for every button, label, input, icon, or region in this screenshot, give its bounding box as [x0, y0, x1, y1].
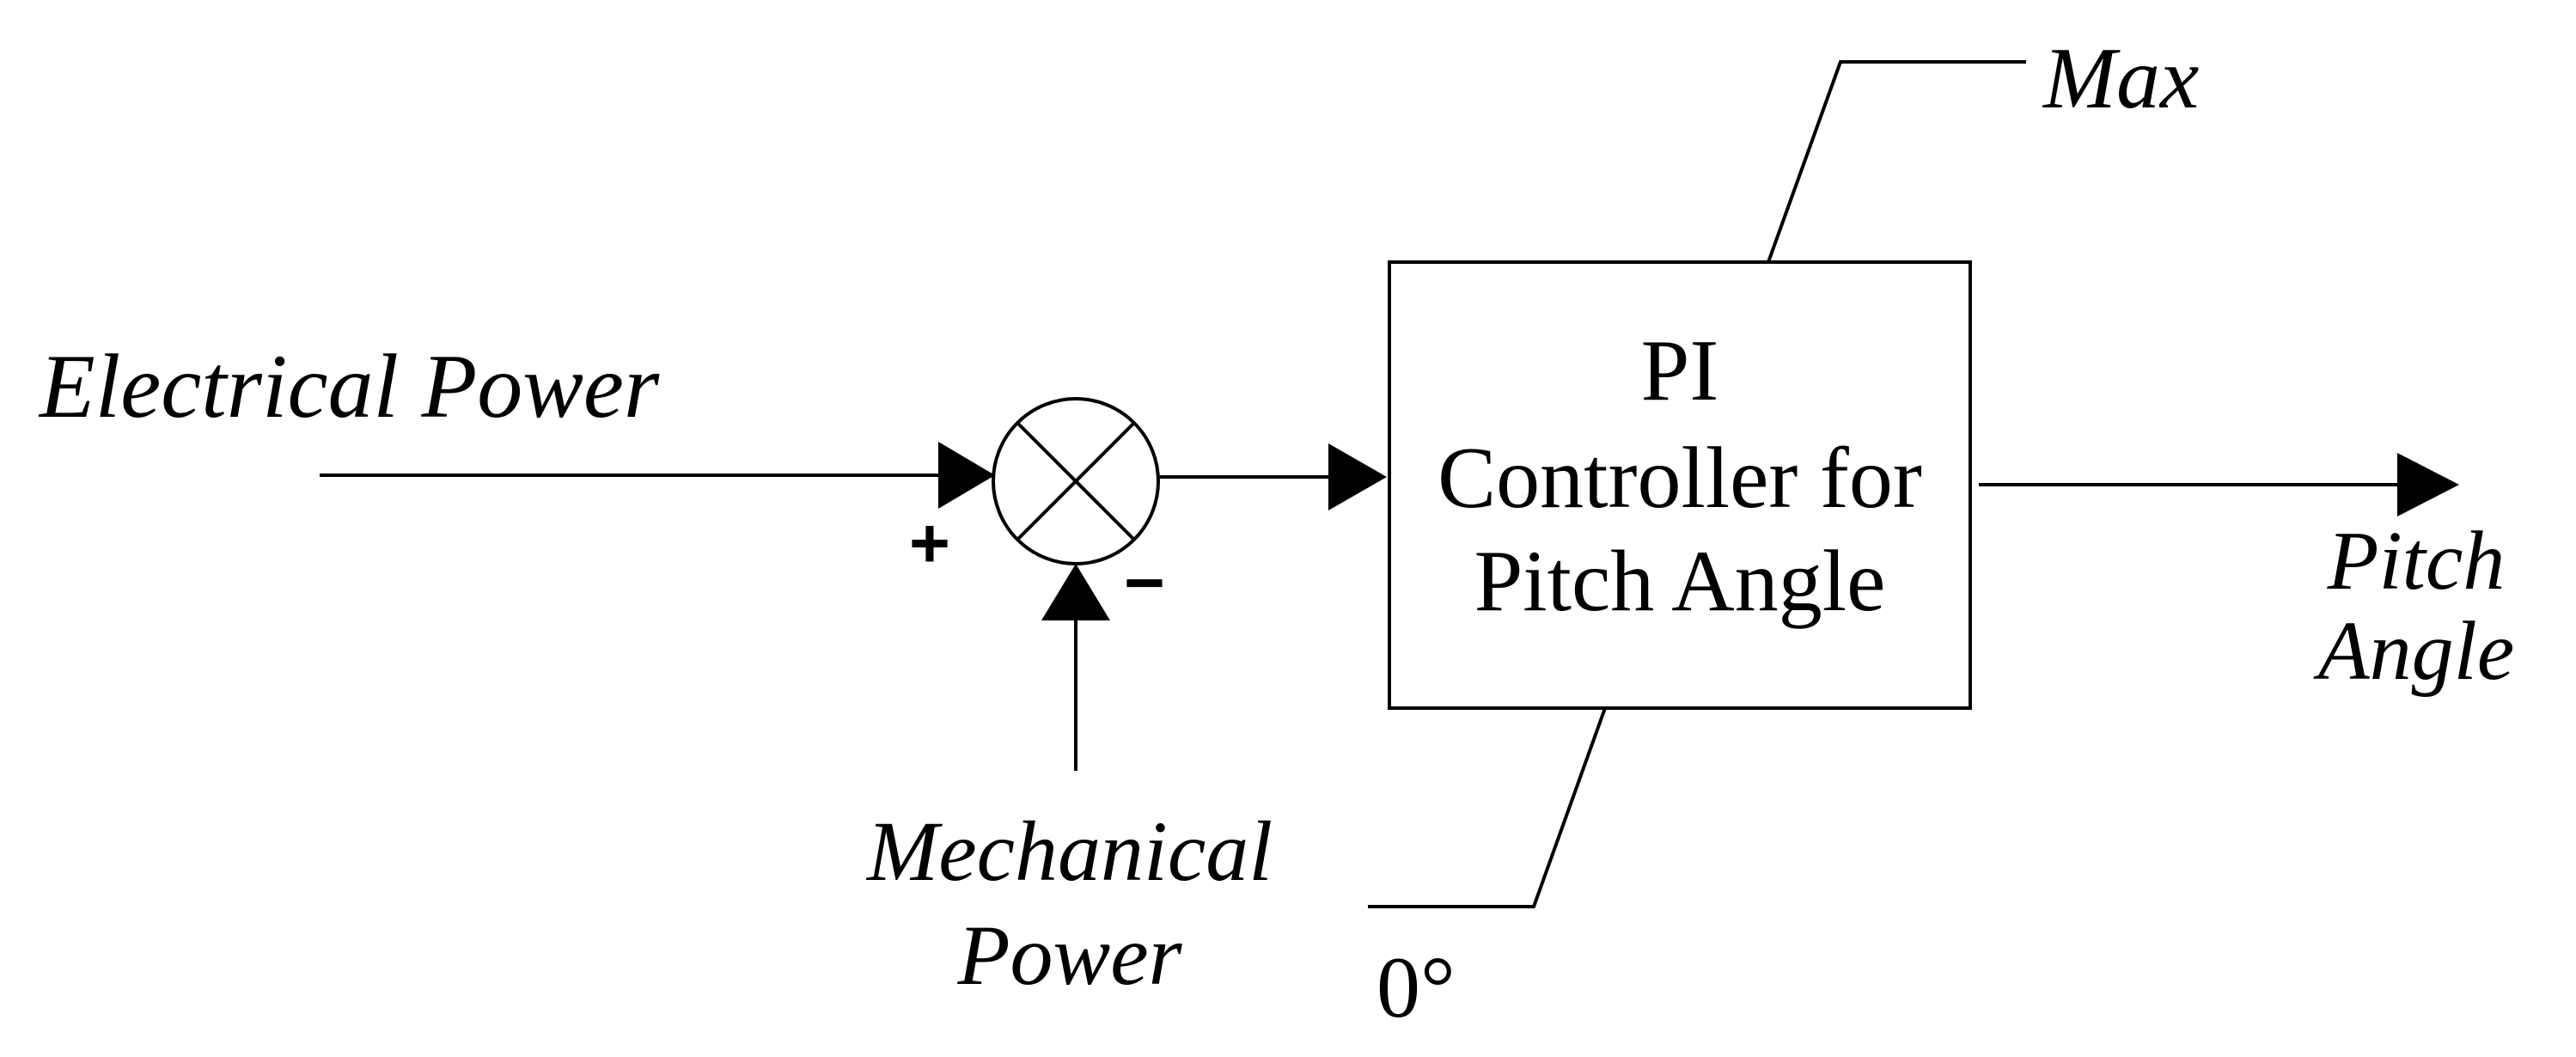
- controller-label-line2: Controller for: [1438, 430, 1922, 527]
- mechanical-power-arrowhead: [1041, 564, 1110, 620]
- pitch-angle-output-arrowhead: [2397, 453, 2459, 516]
- summing-junction: [992, 397, 1160, 565]
- pitch-angle-label-line2: Angle: [2313, 605, 2515, 698]
- max-limit-label: Max: [2042, 30, 2199, 127]
- min-limit-line: [1368, 707, 1607, 908]
- plus-sign: +: [909, 504, 950, 583]
- max-limit-line: [1767, 60, 2026, 263]
- pi-controller-block: [1388, 260, 1972, 710]
- mechanical-power-label-line2: Power: [956, 907, 1182, 1003]
- electrical-power-label: Electrical Power: [38, 336, 660, 437]
- minus-sign: −: [1124, 544, 1165, 622]
- error-signal-arrowhead: [1328, 443, 1387, 510]
- min-limit-label: 0°: [1377, 939, 1456, 1036]
- controller-label-line3: Pitch Angle: [1474, 533, 1886, 630]
- pitch-angle-label-line1: Pitch: [2327, 515, 2506, 608]
- mechanical-power-label-line1: Mechanical: [865, 803, 1273, 899]
- electrical-power-arrowhead: [938, 442, 995, 509]
- controller-label-line1: PI: [1641, 322, 1719, 419]
